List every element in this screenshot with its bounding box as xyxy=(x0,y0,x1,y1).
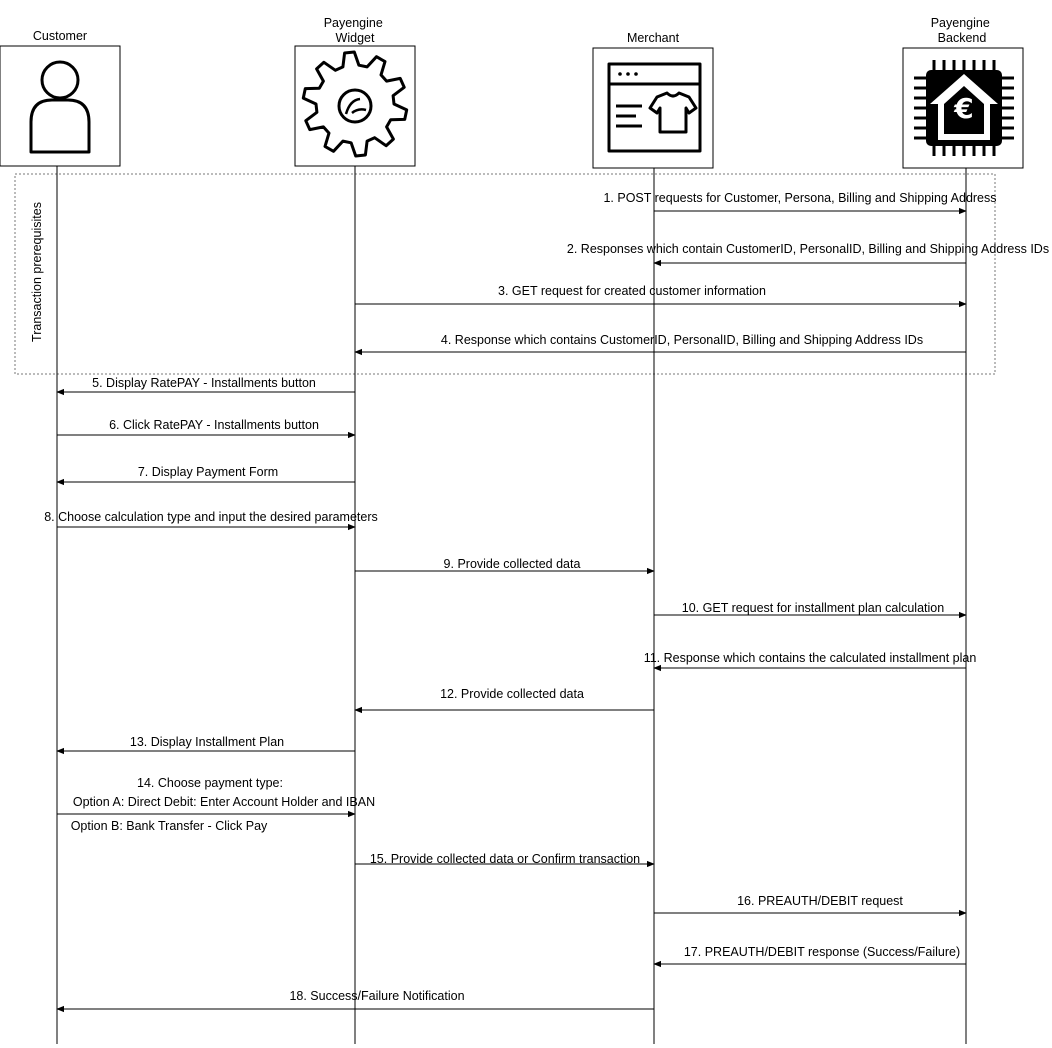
message-7: 7. Display Payment Form xyxy=(56,465,355,486)
message-12: 12. Provide collected data xyxy=(354,687,654,714)
message-5: 5. Display RatePAY - Installments button xyxy=(56,376,355,396)
message-label-15: 15. Provide collected data or Confirm tr… xyxy=(370,852,640,866)
message-18: 18. Success/Failure Notification xyxy=(56,989,654,1013)
message-2: 2. Responses which contain CustomerID, P… xyxy=(567,242,1049,267)
participant-widget: Payengine Widget xyxy=(294,16,416,167)
message-label-6: 6. Click RatePAY - Installments button xyxy=(109,418,319,432)
message-label-12: 12. Provide collected data xyxy=(440,687,584,701)
message-label-11: 11. Response which contains the calculat… xyxy=(644,651,977,665)
message-8: 8. Choose calculation type and input the… xyxy=(44,510,378,531)
message-label-18: 18. Success/Failure Notification xyxy=(289,989,464,1003)
participant-title-merchant: Merchant xyxy=(627,31,680,45)
message-label-14: 14. Choose payment type:Option A: Direct… xyxy=(71,776,375,833)
participant-title-customer: Customer xyxy=(33,29,87,43)
lifelines xyxy=(56,166,967,1044)
participant-title-backend: Payengine Backend xyxy=(931,16,994,45)
message-label-3: 3. GET request for created customer info… xyxy=(498,284,766,298)
person-icon xyxy=(29,60,91,154)
svg-text:€: € xyxy=(953,92,973,125)
message-label-2: 2. Responses which contain CustomerID, P… xyxy=(567,242,1049,256)
gear-icon xyxy=(301,50,409,158)
message-3: 3. GET request for created customer info… xyxy=(355,284,967,308)
message-label-7: 7. Display Payment Form xyxy=(138,465,278,479)
transaction-prerequisites-frame xyxy=(14,173,996,375)
message-14: 14. Choose payment type:Option A: Direct… xyxy=(57,776,375,833)
message-label-8: 8. Choose calculation type and input the… xyxy=(44,510,378,524)
message-label-10: 10. GET request for installment plan cal… xyxy=(682,601,944,615)
message-label-4: 4. Response which contains CustomerID, P… xyxy=(441,333,923,347)
message-6: 6. Click RatePAY - Installments button xyxy=(57,418,356,439)
message-1: 1. POST requests for Customer, Persona, … xyxy=(603,191,997,215)
participant-title-widget: Payengine Widget xyxy=(324,16,387,45)
euro-chip-icon: € xyxy=(914,60,1014,156)
message-15: 15. Provide collected data or Confirm tr… xyxy=(355,852,655,868)
message-16: 16. PREAUTH/DEBIT request xyxy=(654,894,967,917)
participant-merchant: Merchant xyxy=(592,31,714,169)
message-10: 10. GET request for installment plan cal… xyxy=(654,601,967,619)
webshop-icon xyxy=(607,62,702,153)
message-label-5: 5. Display RatePAY - Installments button xyxy=(92,376,316,390)
message-9: 9. Provide collected data xyxy=(355,557,655,575)
participant-backend: Payengine Backend € xyxy=(902,16,1024,169)
message-17: 17. PREAUTH/DEBIT response (Success/Fail… xyxy=(653,945,966,968)
participant-customer: Customer xyxy=(0,29,121,167)
message-13: 13. Display Installment Plan xyxy=(56,735,355,755)
message-4: 4. Response which contains CustomerID, P… xyxy=(354,333,966,356)
message-11: 11. Response which contains the calculat… xyxy=(644,651,977,672)
message-label-16: 16. PREAUTH/DEBIT request xyxy=(737,894,903,908)
messages: 1. POST requests for Customer, Persona, … xyxy=(44,191,1049,1013)
transaction-prerequisites-label: Transaction prerequisites xyxy=(30,202,44,342)
message-label-1: 1. POST requests for Customer, Persona, … xyxy=(603,191,996,205)
message-label-13: 13. Display Installment Plan xyxy=(130,735,284,749)
message-label-9: 9. Provide collected data xyxy=(444,557,581,571)
message-label-17: 17. PREAUTH/DEBIT response (Success/Fail… xyxy=(684,945,960,959)
